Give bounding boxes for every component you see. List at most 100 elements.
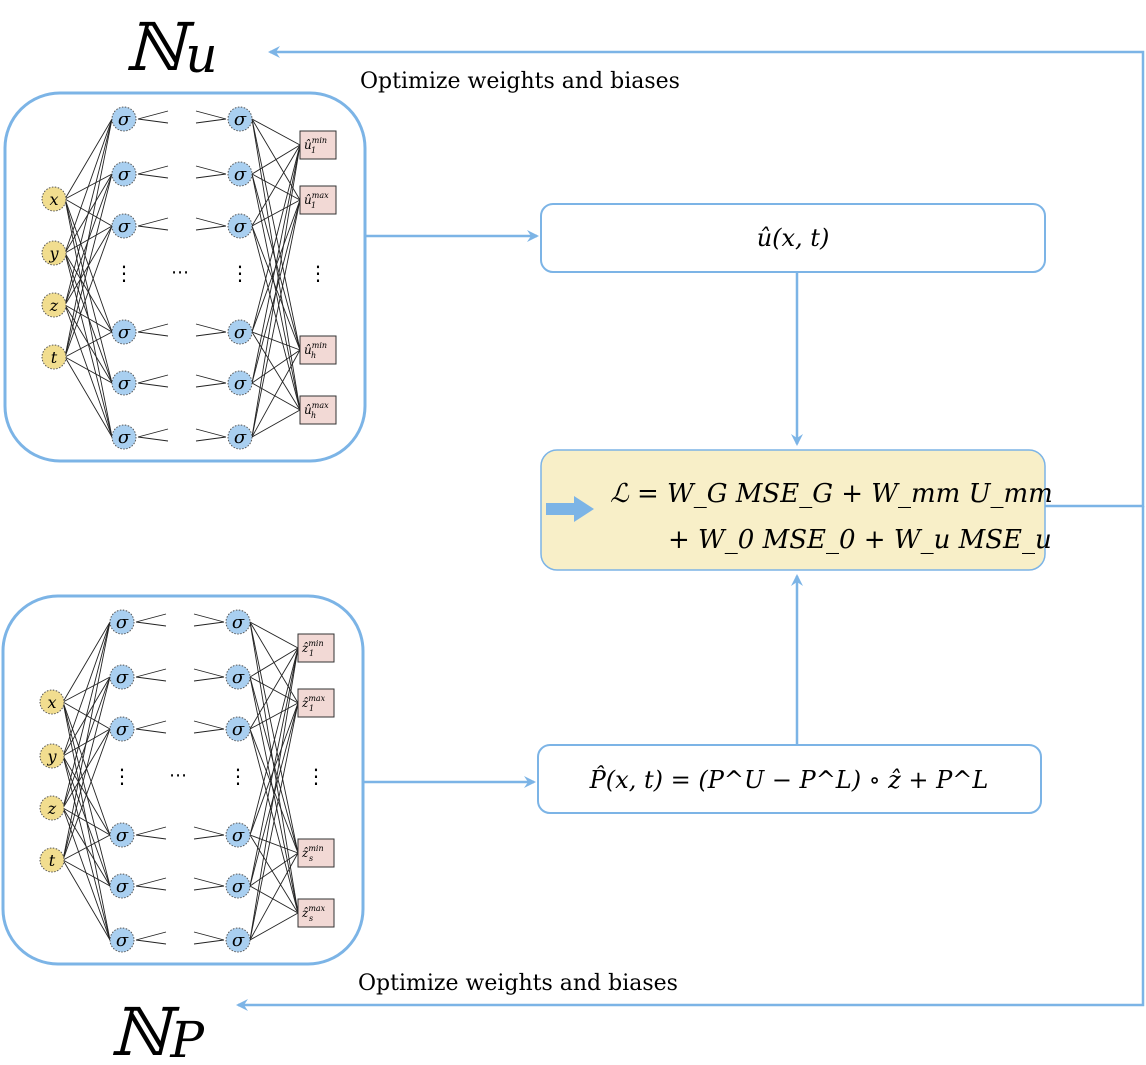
net-u-hidden-label: σ [234, 216, 247, 237]
net-u-hidden-label: σ [118, 373, 131, 394]
net-p-hidden-label: σ [116, 612, 129, 633]
net-u-hidden-node [227, 370, 253, 396]
network-u-container [3, 91, 367, 463]
p-hat-label: P̂(x, t) = (P^U − P^L) ∘ ẑ + P^L [589, 766, 989, 794]
net-p-hidden-node [109, 873, 135, 899]
net-p-output-node [297, 688, 335, 718]
net-p-hidden-node [109, 716, 135, 742]
net-p-output-node [297, 633, 335, 663]
net-p-hidden-node [109, 927, 135, 953]
net-u-input-label: t [51, 348, 58, 367]
net-u-hidden-node [111, 106, 137, 132]
net-u-edges [64, 110, 301, 442]
network-p-container [1, 594, 365, 966]
net-p-horizontal-ellipsis: ⋯ [169, 765, 187, 786]
net-u-input-node [41, 186, 67, 212]
net-u-hidden-node [111, 213, 137, 239]
net-u-input-label: y [48, 244, 59, 263]
net-u-vertical-ellipsis: ⋮ [230, 261, 250, 285]
net-u-hidden-label: σ [234, 322, 247, 343]
net-p-output-node [297, 838, 335, 868]
connectors [236, 46, 1145, 1011]
net-p-input-node [39, 689, 65, 715]
feedback-to-net-p [236, 506, 1145, 1011]
net-p-hidden-node [225, 822, 251, 848]
net-p-output-node [297, 898, 335, 928]
feedback-to-net-u [268, 46, 1145, 508]
net-u-hidden-label: σ [118, 322, 131, 343]
net-u-hidden-node [227, 319, 253, 345]
net-u-input-label: z [49, 296, 59, 315]
net-u-hidden-label: σ [234, 373, 247, 394]
net-u-vertical-ellipsis: ⋮ [114, 261, 134, 285]
net-p-vertical-ellipsis: ⋮ [306, 764, 326, 788]
net-p-hidden-node [225, 927, 251, 953]
net-p-hidden-label: σ [116, 719, 129, 740]
net-u-hidden-node [111, 319, 137, 345]
net-u-hidden-label: σ [234, 164, 247, 185]
net-u-output-node [299, 395, 337, 425]
net-p-hidden-node [109, 609, 135, 635]
net-p-input-label: y [46, 747, 57, 766]
net-u-hidden-node [111, 370, 137, 396]
net-u-hidden-label: σ [118, 109, 131, 130]
net-p-hidden-label: σ [116, 930, 129, 951]
net-p-hidden-label: σ [232, 876, 245, 897]
net-p-hidden-label: σ [232, 930, 245, 951]
net-u-hidden-node [111, 161, 137, 187]
net-p-edges [62, 613, 299, 945]
net-p-input-node [39, 743, 65, 769]
optimize-label-top: Optimize weights and biases [360, 69, 680, 94]
net-u-output-node [299, 130, 337, 160]
net-p-input-node [39, 795, 65, 821]
net-u-hidden-node [227, 106, 253, 132]
net-u-input-label: x [49, 190, 58, 209]
net-p-input-label: t [49, 851, 56, 870]
loss-input-arrow [546, 496, 594, 522]
net-p-hidden-label: σ [232, 612, 245, 633]
net-p-hidden-label: σ [232, 667, 245, 688]
net-u-input-node [41, 344, 67, 370]
net-p-hidden-label: σ [116, 825, 129, 846]
net-u-vertical-ellipsis: ⋮ [308, 261, 328, 285]
net-p-hidden-node [225, 609, 251, 635]
net-p-input-node [39, 847, 65, 873]
net-u-horizontal-ellipsis: ⋯ [171, 262, 189, 283]
net-p-input-label: x [47, 693, 56, 712]
net-p-hidden-node [109, 822, 135, 848]
net-p-vertical-ellipsis: ⋮ [228, 764, 248, 788]
loss-line-2: + W_0 MSE_0 + W_u MSE_u [668, 525, 1052, 555]
net-p-hidden-label: σ [232, 825, 245, 846]
net-p-hidden-label: σ [116, 667, 129, 688]
net-u-hidden-node [227, 213, 253, 239]
net-p-hidden-label: σ [232, 719, 245, 740]
loss-box [540, 449, 1046, 571]
net-u-hidden-label: σ [118, 427, 131, 448]
net-u-hidden-label: σ [234, 427, 247, 448]
net-p-hidden-node [109, 664, 135, 690]
net-u-hidden-node [227, 161, 253, 187]
net-u-input-node [41, 240, 67, 266]
optimize-label-bottom: Optimize weights and biases [358, 971, 678, 996]
net-p-hidden-node [225, 873, 251, 899]
p-hat-box [537, 744, 1042, 814]
net-p-hidden-node [225, 716, 251, 742]
u-hat-label: û(x, t) [757, 224, 830, 252]
net-u-output-node [299, 185, 337, 215]
net-u-hidden-node [111, 424, 137, 450]
net-p-hidden-label: σ [116, 876, 129, 897]
network-u-title: ℕu [125, 9, 218, 86]
net-p-hidden-node [225, 664, 251, 690]
net-u-input-node [41, 292, 67, 318]
net-u-hidden-label: σ [118, 216, 131, 237]
